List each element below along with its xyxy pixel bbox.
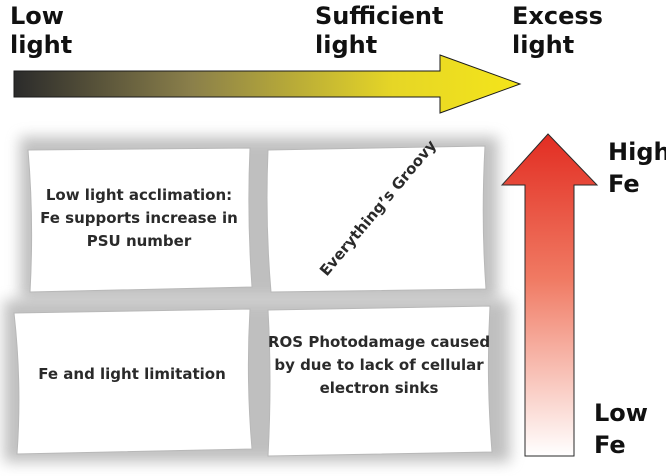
excess-light-label: Excess light bbox=[512, 2, 603, 59]
cell-bottom-left-card bbox=[13, 308, 253, 455]
sufficient-light-label: Sufficient light bbox=[315, 2, 444, 59]
cell-top-left-text: Low light acclimation: Fe supports incre… bbox=[40, 186, 238, 250]
cell-top-right-card bbox=[266, 145, 487, 293]
light-gradient-arrow bbox=[13, 54, 522, 114]
cell-bottom-right-card bbox=[267, 305, 493, 457]
low-fe-label: Low Fe bbox=[594, 399, 648, 459]
high-fe-label: High Fe bbox=[608, 138, 666, 198]
cell-top-left-card bbox=[27, 147, 253, 293]
cell-bottom-right-text: ROS Photodamage caused by due to lack of… bbox=[268, 333, 491, 397]
fe-gradient-arrow bbox=[500, 133, 599, 457]
low-light-label: Low light bbox=[10, 2, 73, 59]
cell-bottom-left-text: Fe and light limitation bbox=[38, 365, 226, 383]
